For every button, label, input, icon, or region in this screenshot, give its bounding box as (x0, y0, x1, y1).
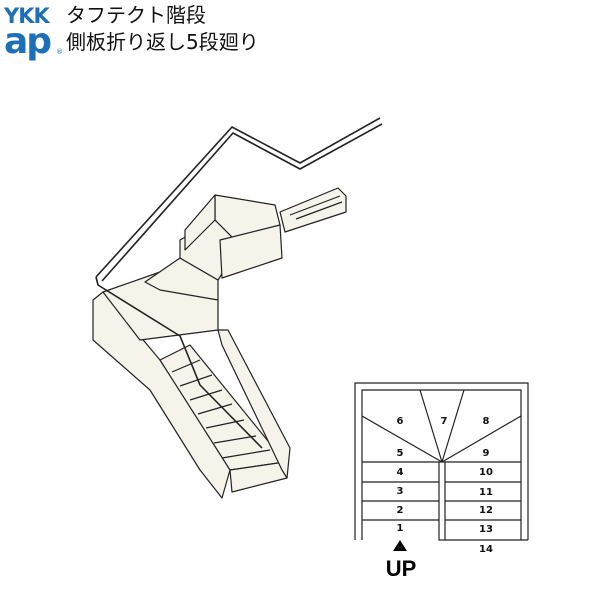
step-number: 3 (397, 486, 404, 497)
ykk-ap-logo: YKK ap ® (4, 4, 63, 62)
handrail-lower (95, 276, 263, 449)
upper-stringer-face (219, 224, 283, 279)
step-number: 11 (479, 487, 493, 498)
step-number: 7 (441, 416, 448, 427)
lower-step-line (179, 374, 213, 387)
handrail-upper-inner (101, 123, 383, 282)
step-number: 4 (397, 467, 404, 478)
plan-winder-line (441, 389, 465, 463)
lower-step-line (197, 403, 233, 415)
step-number: 9 (483, 448, 490, 459)
lower-step-line (221, 449, 271, 459)
step-number: 2 (397, 505, 404, 516)
product-subtitle: 側板折り返し5段廻り (66, 30, 259, 54)
plan-winder-line (361, 415, 443, 463)
plan-outer-wall (354, 382, 529, 540)
plan-inner-wall (361, 389, 522, 540)
plan-center-divider (438, 461, 446, 541)
plan-winder-line (419, 389, 443, 463)
step-number: 6 (397, 416, 404, 427)
lower-step-line (189, 389, 223, 401)
upper-step-line (289, 195, 341, 216)
up-label: UP (386, 556, 417, 581)
upper-step-line (295, 201, 343, 220)
logo-registered-mark: ® (56, 48, 63, 56)
lower-step-line (213, 435, 257, 444)
step-number: 1 (397, 523, 404, 534)
upper-flight (279, 187, 347, 233)
up-arrow-icon (393, 540, 407, 551)
handrail-upper (95, 117, 381, 278)
lower-step-line (171, 359, 201, 373)
step-number: 13 (479, 524, 493, 535)
upper-left-panel (184, 194, 216, 251)
step-number: 10 (479, 467, 493, 478)
logo-ykk-text: YKK (4, 4, 50, 28)
step-number: 5 (397, 448, 404, 459)
logo-ap-text: ap (4, 21, 52, 62)
lower-right-stringer (217, 329, 291, 479)
lower-step-line (205, 419, 245, 429)
step-number: 12 (479, 505, 493, 516)
winder-step-middle (144, 257, 219, 301)
plan-winder-line (441, 415, 522, 463)
product-title: タフテクト階段 (66, 3, 206, 27)
step-number: 14 (479, 544, 493, 555)
step-number: 8 (483, 416, 490, 427)
